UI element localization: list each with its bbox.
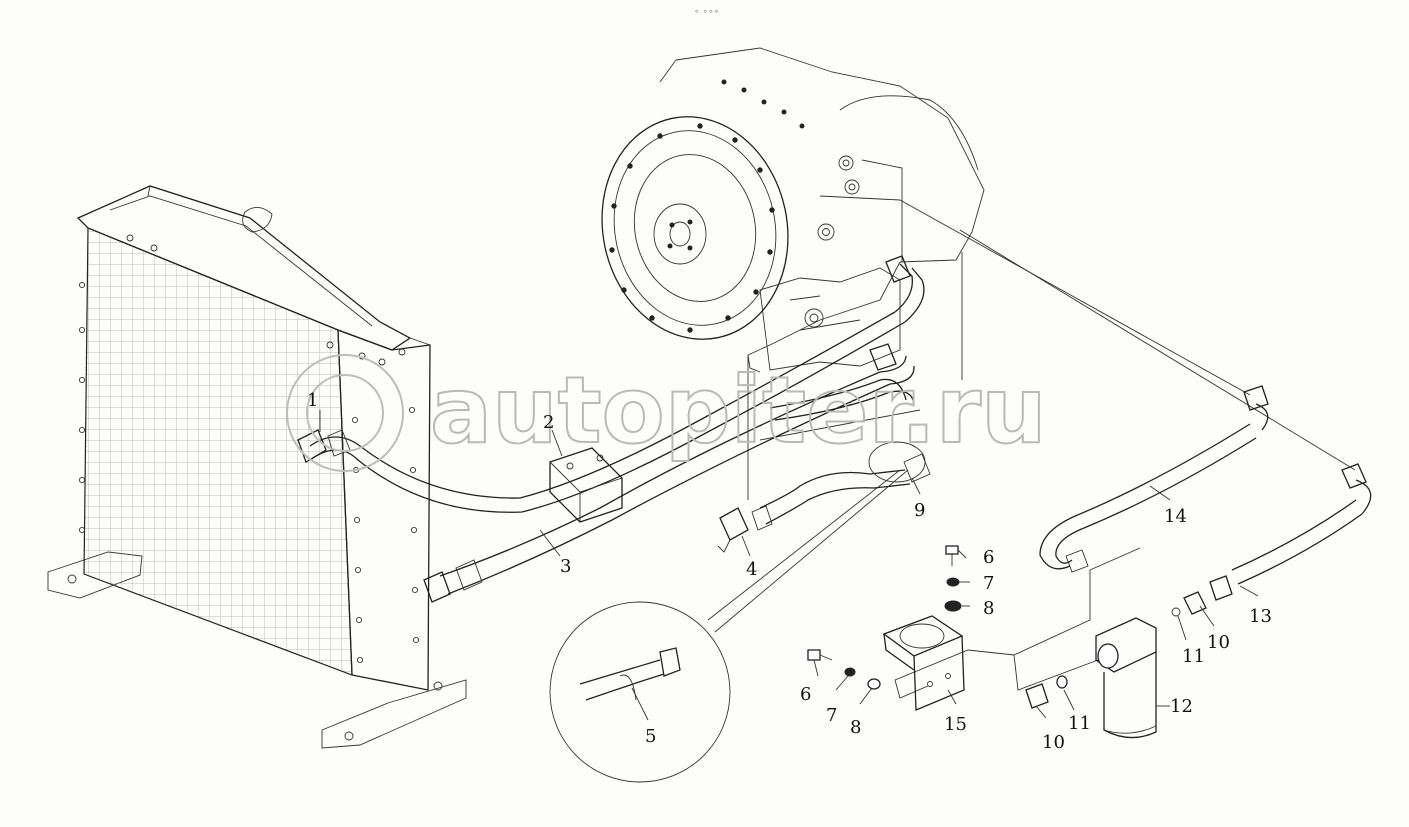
hose-4 — [717, 441, 931, 553]
hose-3 — [423, 343, 915, 603]
hose-upper-return — [769, 378, 915, 421]
watermark-text: autopiter.ru — [430, 357, 1047, 464]
callout-label: 11 — [1068, 713, 1091, 734]
radiator — [47, 185, 467, 749]
bolt-set-upper — [944, 545, 962, 612]
callout-label: 8 — [850, 717, 861, 738]
callout-label: 6 — [983, 547, 994, 568]
oil-filter — [1095, 617, 1157, 739]
clamp — [549, 447, 623, 523]
callout-label: 7 — [826, 705, 837, 726]
fitting-upper — [1171, 591, 1207, 617]
callout-label: 10 — [1042, 732, 1065, 753]
bolt-set-lower — [807, 649, 881, 690]
callout-label: 6 — [800, 684, 811, 705]
transmission — [601, 47, 985, 500]
callout-label: 8 — [983, 598, 994, 619]
callout-label: 2 — [543, 412, 554, 433]
filter-bracket — [882, 615, 965, 711]
callout-label: 3 — [560, 556, 571, 577]
callout-labels: 1 2 3 4 5 6 7 8 6 7 8 9 10 11 10 11 12 1… — [307, 390, 1272, 753]
callout-label: 7 — [983, 573, 994, 594]
callout-label: 14 — [1164, 506, 1187, 527]
leader-lines — [319, 410, 1259, 721]
top-mark: ∘ ∘∘∘ — [694, 7, 719, 17]
hose-13 — [1209, 463, 1372, 601]
watermark: autopiter.ru — [286, 354, 1048, 472]
callout-label: 12 — [1170, 696, 1193, 717]
fitting-lower — [1025, 675, 1068, 709]
guide-lines — [759, 199, 1356, 699]
callout-label: 1 — [307, 390, 318, 411]
callout-label: 13 — [1249, 606, 1272, 627]
callout-label: 4 — [746, 559, 757, 580]
callout-label: 9 — [914, 500, 925, 521]
callout-label: 10 — [1207, 632, 1230, 653]
callout-label: 5 — [645, 726, 656, 747]
callout-label: 11 — [1182, 646, 1205, 667]
callout-label: 15 — [944, 714, 967, 735]
hose-14 — [1039, 385, 1269, 573]
